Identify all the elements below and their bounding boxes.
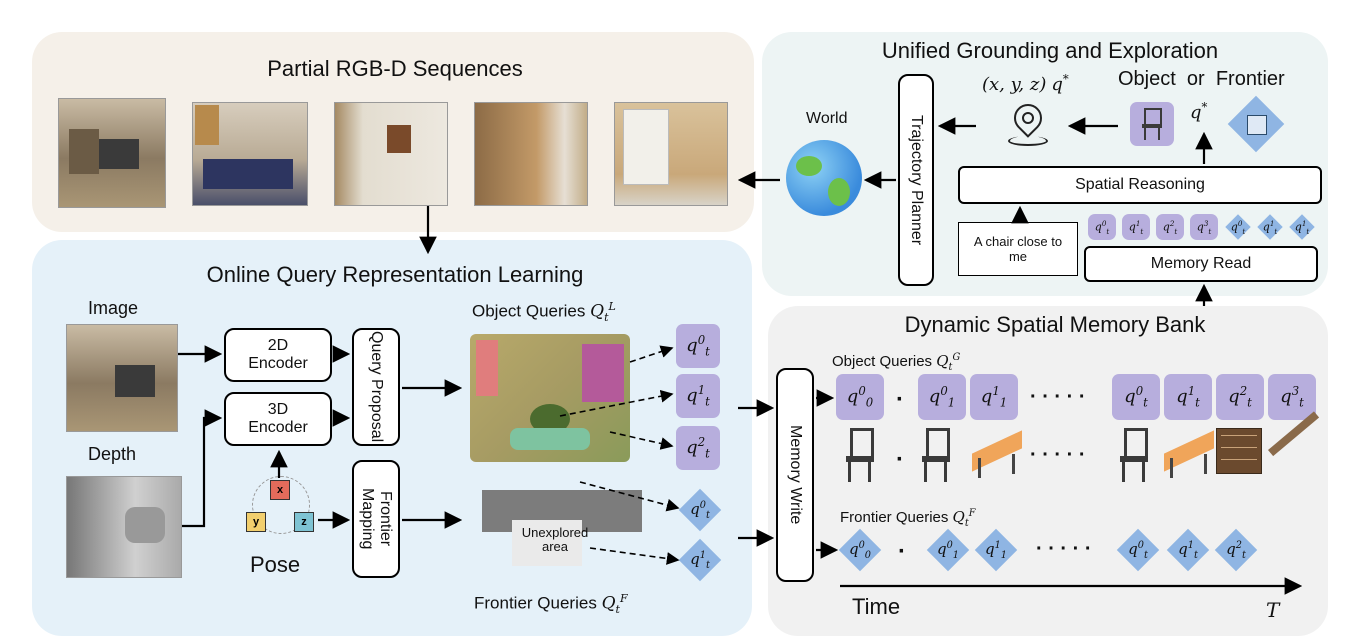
encoder-2d-box: 2D Encoder — [224, 328, 332, 382]
read-object-query-3: q3t — [1190, 214, 1218, 240]
memory-read-box: Memory Read — [1084, 246, 1318, 282]
chair-icon-3 — [1120, 428, 1148, 482]
read-frontier-query-0-label: q0t — [1230, 218, 1246, 236]
pose-circle — [252, 476, 310, 534]
read-object-query-0: q0t — [1088, 214, 1116, 240]
chair-icon-2 — [922, 428, 950, 482]
chair-icon — [846, 428, 874, 482]
query-proposal-label: Query Proposal — [368, 331, 385, 443]
mem-frontier-dot: · — [898, 538, 906, 565]
local-frontier-query-1-label: q1t — [690, 549, 710, 571]
globe-icon — [786, 140, 862, 216]
pose-axis-y-text: y — [252, 516, 260, 528]
dash-map-q1 — [589, 547, 680, 565]
memory-object-query-2: q11 — [970, 374, 1018, 420]
object-queries-local-label: Object Queries QtL — [472, 300, 616, 325]
table-icon-2 — [1164, 430, 1214, 478]
pose-axis-z-icon: z — [294, 512, 314, 532]
depth-label: Depth — [88, 444, 137, 464]
pose-label: Pose — [250, 552, 301, 577]
memory-frontier-query-3-label: q0t — [1128, 539, 1148, 561]
frontier-map — [482, 490, 642, 568]
pose-axis-y-icon: y — [246, 512, 266, 532]
encoder-3d-box: 3D Encoder — [224, 392, 332, 446]
rgbd-frame-5 — [614, 102, 728, 206]
rgbd-frame-2 — [192, 102, 308, 206]
memory-frontier-query-5-label: q2t — [1226, 539, 1246, 561]
dash-cloud-q1 — [559, 389, 674, 417]
rgbd-frame-4 — [474, 102, 588, 206]
rgbd-frame-1 — [58, 98, 166, 208]
local-object-query-0: q0t — [676, 324, 720, 368]
memory-bank-title: Dynamic Spatial Memory Bank — [904, 312, 1206, 337]
coords-label: (x, y, z) q* — [982, 72, 1069, 95]
mem-furniture-dot: · — [896, 446, 904, 473]
instruction-box: A chair close to me — [958, 222, 1078, 276]
read-object-query-2: q2t — [1156, 214, 1184, 240]
memory-frontier-query-0-label: q00 — [848, 539, 872, 561]
location-pin-icon — [1006, 98, 1048, 146]
mem-object-ellipsis: · · · · · — [1030, 386, 1086, 408]
local-object-query-1: q1t — [676, 374, 720, 418]
time-end-label: T — [1266, 598, 1280, 622]
spatial-reasoning-box: Spatial Reasoning — [958, 166, 1322, 204]
memory-object-query-0: q00 — [836, 374, 884, 420]
frontier-mapping-box: Frontier Mapping — [352, 460, 400, 578]
memory-object-query-3: q0t — [1112, 374, 1160, 420]
table-icon — [972, 430, 1022, 478]
qstar-choice-label: q* — [1190, 100, 1208, 123]
frontier-mapping-label: Frontier Mapping — [359, 488, 394, 550]
pose-axis-x-text: x — [276, 484, 284, 496]
frontier-queries-label: Frontier Queries QtF — [474, 592, 628, 617]
memory-frontier-query-1-label: q01 — [936, 539, 960, 561]
memory-object-query-5: q2t — [1216, 374, 1264, 420]
memory-object-query-4: q1t — [1164, 374, 1212, 420]
read-frontier-query-1-label: q1t — [1262, 218, 1278, 236]
local-frontier-query-0-label: q0t — [690, 499, 710, 521]
object-point-cloud — [470, 334, 630, 462]
object-queries-global-label: Object Queries QtG — [832, 352, 961, 373]
trajectory-planner-box: Trajectory Planner — [898, 74, 934, 286]
memory-object-query-6: q3t — [1268, 374, 1316, 420]
mem-frontier-ellipsis: · · · · · — [1036, 538, 1092, 560]
memory-write-label: Memory Write — [787, 425, 804, 525]
input-image — [66, 324, 178, 432]
memory-frontier-query-4-label: q1t — [1178, 539, 1198, 561]
map-icon — [1247, 115, 1267, 135]
image-label: Image — [88, 298, 139, 318]
unified-title: Unified Grounding and Exploration — [881, 38, 1219, 63]
rgbd-frame-3 — [334, 102, 448, 206]
read-frontier-query-2-label: q1t — [1294, 218, 1310, 236]
online-query-title: Online Query Representation Learning — [206, 262, 584, 287]
memory-frontier-query-2-label: q11 — [984, 539, 1008, 561]
frontier-queries-mem-label: Frontier Queries QtF — [840, 508, 976, 529]
mem-object-dot: · — [896, 386, 904, 413]
object-or-frontier-label: Object or Frontier — [1118, 68, 1285, 90]
world-label: World — [806, 110, 848, 127]
rgbd-title: Partial RGB-D Sequences — [267, 56, 523, 81]
object-choice-icon — [1130, 102, 1174, 146]
input-depth — [66, 476, 182, 578]
dash-cloud-q0 — [629, 345, 674, 363]
mem-furniture-ellipsis: · · · · · — [1030, 444, 1086, 466]
time-label: Time — [852, 594, 901, 619]
dash-cloud-q2 — [609, 431, 674, 450]
unexplored-area-label: Unexplored area — [521, 525, 589, 554]
dresser-icon — [1216, 428, 1262, 474]
read-object-query-1: q1t — [1122, 214, 1150, 240]
trajectory-planner-label: Trajectory Planner — [908, 114, 925, 246]
pose-axis-z-text: z — [301, 516, 307, 528]
query-proposal-box: Query Proposal — [352, 328, 400, 446]
pose-axis-x-icon: x — [270, 480, 290, 500]
memory-write-box: Memory Write — [776, 368, 814, 582]
memory-object-query-1: q01 — [918, 374, 966, 420]
arrow-depth-to-3d — [182, 409, 223, 528]
local-object-query-2: q2t — [676, 426, 720, 470]
dash-map-q0 — [579, 481, 680, 512]
